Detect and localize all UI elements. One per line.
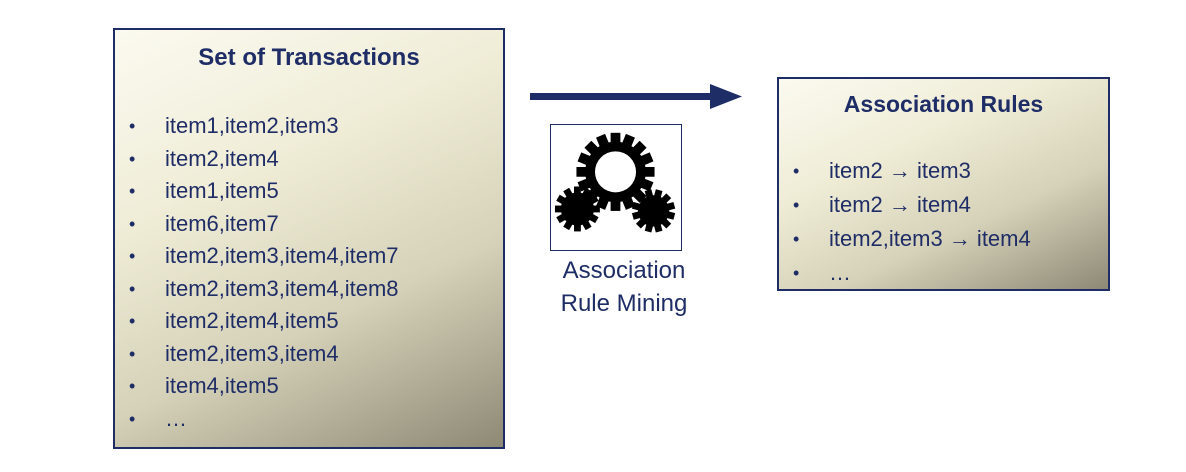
mining-label-line1: Association — [562, 257, 686, 284]
transaction-text: item2,item3,item4,item8 — [165, 275, 399, 301]
list-item: • item2,item3,item4 — [129, 338, 399, 371]
arrow-right-icon — [530, 84, 742, 109]
bullet: • — [129, 343, 136, 364]
transaction-text: item1,item5 — [165, 178, 279, 203]
gears-icon — [554, 132, 676, 233]
bullet: • — [793, 195, 800, 215]
list-item: • item6,item7 — [129, 208, 399, 241]
rule-text: item2 → item4 — [829, 192, 971, 217]
bullet: • — [793, 229, 800, 249]
list-item: • item2 → item4 — [793, 188, 1031, 222]
list-item: • item2,item4 — [129, 143, 399, 176]
transaction-text: item1,item2,item3 — [165, 113, 339, 138]
list-item: • item1,item2,item3 — [129, 110, 399, 143]
transaction-text: item2,item3,item4,item7 — [165, 243, 399, 268]
bullet: • — [129, 116, 136, 136]
transaction-text: item2,item4 — [165, 145, 279, 171]
transactions-list: • item1,item2,item3 • item2,item4 • item1,i… — [129, 110, 399, 435]
bullet: • — [129, 376, 136, 396]
list-item: • item4,item5 — [129, 370, 399, 403]
bullet: • — [129, 213, 136, 234]
list-item: • item2,item3,item4,item8 — [129, 273, 399, 306]
rules-title: Association Rules — [843, 91, 1044, 117]
rules-list: • item2 → item3 • item2 → item4 • item2,ite… — [793, 154, 1031, 290]
transaction-text: item6,item7 — [165, 210, 279, 236]
rules-panel: Association Rules • item2 → item3 • item2 … — [777, 77, 1110, 291]
transaction-text: … — [165, 405, 187, 431]
rule-text: item2 → item3 — [829, 158, 971, 183]
transaction-text: item2,item4,item5 — [165, 308, 339, 333]
mining-label: Association Rule Mining — [524, 254, 724, 320]
list-item: •… — [129, 403, 399, 436]
rule-text: item2,item3 → item4 — [829, 226, 1031, 251]
bullet: • — [129, 408, 136, 429]
transactions-panel: Set of Transactions • item1,item2,item3 •… — [113, 28, 505, 449]
bullet: • — [129, 278, 136, 299]
list-item: • item2 → item3 — [793, 154, 1031, 188]
list-item: • item2,item3,item4,item7 — [129, 240, 399, 273]
list-item: • item2,item4,item5 — [129, 305, 399, 338]
list-item: • item1,item5 — [129, 175, 399, 208]
transactions-title: Set of Transactions — [198, 44, 420, 71]
bullet: • — [129, 246, 136, 266]
bullet: • — [129, 181, 136, 201]
bullet: • — [793, 263, 800, 283]
list-item: •… — [793, 256, 1031, 290]
bullet: • — [129, 311, 136, 331]
mining-icon-box — [550, 124, 682, 251]
transaction-text: item2,item3,item4 — [165, 340, 339, 366]
mining-label-line2: Rule Mining — [560, 290, 688, 317]
bullet: • — [129, 148, 136, 169]
list-item: • item2,item3 → item4 — [793, 222, 1031, 256]
rule-text: … — [829, 260, 851, 285]
bullet: • — [793, 161, 800, 181]
transaction-text: item4,item5 — [165, 373, 279, 398]
